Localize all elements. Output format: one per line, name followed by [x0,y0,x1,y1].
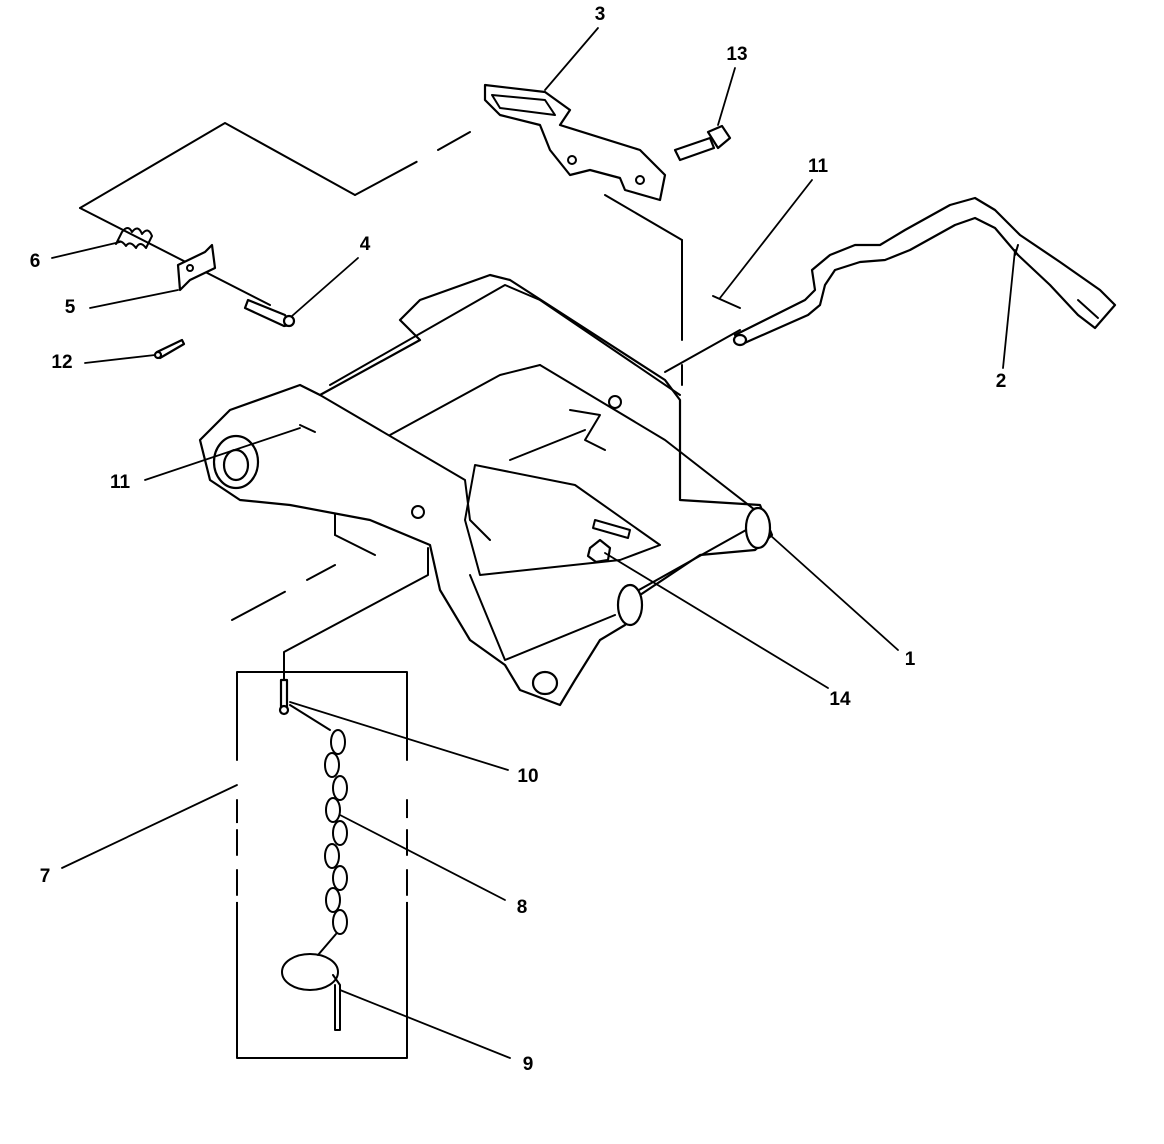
callout-3: 3 [594,4,606,25]
callout-8: 8 [516,897,528,918]
spring-part-6 [115,227,153,249]
handle-part-2 [732,196,1117,347]
pin-part-4 [243,298,296,328]
cotter-pin-part-12 [153,338,186,360]
callout-13: 13 [726,44,748,65]
chain-part-8 [289,704,348,956]
callout-2: 2 [995,371,1007,392]
pin-part-11-upper [712,295,741,309]
callout-9: 9 [522,1054,534,1075]
callout-6: 6 [29,251,41,272]
callout-11-lower: 11 [109,472,131,493]
callout-12: 12 [51,352,73,373]
leader-lines [51,27,1016,1059]
plate-part-5 [176,243,217,292]
callout-14: 14 [829,689,851,710]
ring-pin-part-9 [281,953,341,1031]
pin-part-10 [278,678,290,716]
callout-1: 1 [904,649,916,670]
callout-7: 7 [39,866,51,887]
latch-part-3 [483,83,667,202]
kit-box-part-7 [235,671,409,1059]
bolt-part-13 [673,124,732,162]
assembly-guide-lines [79,122,741,681]
callout-4: 4 [359,234,371,255]
callout-11-upper: 11 [807,156,829,177]
frame-part-1 [198,273,774,707]
callout-10: 10 [517,766,539,787]
callout-5: 5 [64,297,76,318]
